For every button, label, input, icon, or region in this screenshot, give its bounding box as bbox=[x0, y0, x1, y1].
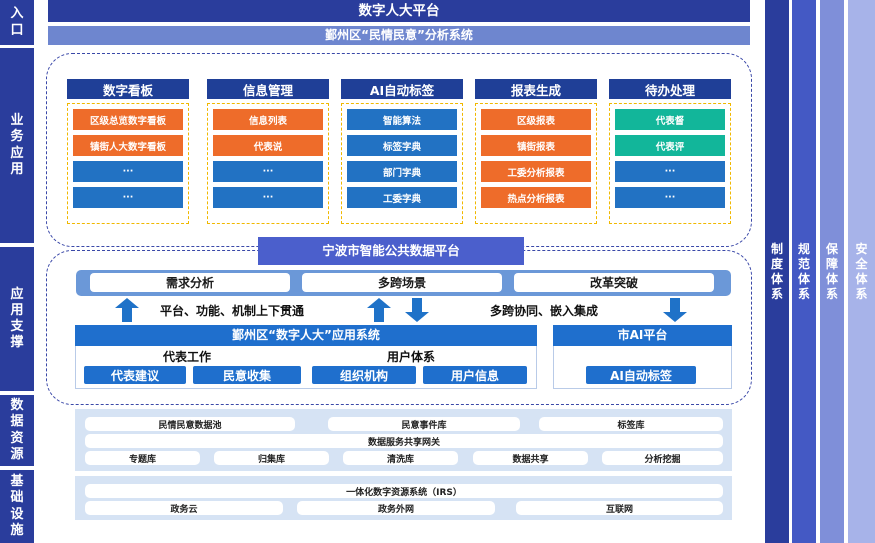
data-mining: 分析挖掘 bbox=[602, 451, 723, 465]
business-item: 智能算法 bbox=[347, 109, 457, 130]
btn-opinion-collect: 民意收集 bbox=[193, 366, 301, 384]
collect-lib: 归集库 bbox=[214, 451, 329, 465]
business-item: 代表说 bbox=[213, 135, 323, 156]
business-item: 镇街人大数字看板 bbox=[73, 135, 183, 156]
arrow-up-icon bbox=[115, 298, 139, 322]
app-system-title: 鄞州区“数字人大”应用系统 bbox=[75, 325, 537, 346]
btn-ai-tag: AI自动标签 bbox=[586, 366, 696, 384]
business-column-title: 数字看板 bbox=[67, 79, 189, 99]
pillar-standard: 规范体系 bbox=[792, 0, 816, 543]
event-lib: 民意事件库 bbox=[328, 417, 520, 431]
pillar-system: 制度体系 bbox=[765, 0, 789, 543]
pill-demand: 需求分析 bbox=[90, 273, 290, 292]
business-column-frame: 信息列表代表说 ··· ··· bbox=[207, 103, 329, 224]
arrow-down-icon bbox=[663, 298, 687, 322]
clean-lib: 清洗库 bbox=[343, 451, 458, 465]
business-column-frame: 智能算法标签字典部门字典工委字典 bbox=[341, 103, 463, 224]
business-item: ··· bbox=[73, 161, 183, 182]
business-column-frame: 代表督代表评 ··· ··· bbox=[609, 103, 731, 224]
data-gateway: 数据服务共享网关 bbox=[85, 434, 723, 448]
city-ai-title: 市AI平台 bbox=[553, 325, 732, 346]
arrow-up-icon bbox=[367, 298, 391, 322]
business-item: 信息列表 bbox=[213, 109, 323, 130]
topic-lib: 专题库 bbox=[85, 451, 200, 465]
business-item: 代表评 bbox=[615, 135, 725, 156]
business-column-title: AI自动标签 bbox=[341, 79, 463, 99]
data-share: 数据共享 bbox=[473, 451, 588, 465]
user-system-label: 用户体系 bbox=[387, 350, 436, 364]
business-item: ··· bbox=[213, 161, 323, 182]
business-column-title: 待办处理 bbox=[609, 79, 731, 99]
btn-organization: 组织机构 bbox=[312, 366, 416, 384]
business-item: 部门字典 bbox=[347, 161, 457, 182]
tag-lib: 标签库 bbox=[539, 417, 723, 431]
gov-extranet: 政务外网 bbox=[297, 501, 495, 515]
business-item: 工委分析报表 bbox=[481, 161, 591, 182]
business-item: ··· bbox=[615, 161, 725, 182]
business-item: 热点分析报表 bbox=[481, 187, 591, 208]
platform-title: 宁波市智能公共数据平台 bbox=[258, 237, 524, 265]
business-item: ··· bbox=[213, 187, 323, 208]
btn-rep-suggestion: 代表建议 bbox=[84, 366, 186, 384]
business-item: 代表督 bbox=[615, 109, 725, 130]
pill-reform: 改革突破 bbox=[514, 273, 714, 292]
top-title: 数字人大平台 bbox=[48, 0, 750, 22]
business-column-title: 报表生成 bbox=[475, 79, 597, 99]
btn-user-info: 用户信息 bbox=[423, 366, 527, 384]
pill-cross-scene: 多跨场景 bbox=[302, 273, 502, 292]
business-item: 工委字典 bbox=[347, 187, 457, 208]
rep-work-label: 代表工作 bbox=[163, 350, 212, 364]
business-column-title: 信息管理 bbox=[207, 79, 329, 99]
business-item: 镇街报表 bbox=[481, 135, 591, 156]
sub-title: 鄞州区“民情民意”分析系统 bbox=[48, 26, 750, 45]
business-item: 区级总览数字看板 bbox=[73, 109, 183, 130]
business-item: 区级报表 bbox=[481, 109, 591, 130]
business-column-frame: 区级总览数字看板镇街人大数字看板 ··· ··· bbox=[67, 103, 189, 224]
caption-left: 平台、功能、机制上下贯通 bbox=[160, 304, 305, 318]
left-label-business: 业务应用 bbox=[0, 48, 34, 243]
pillar-guarantee: 保障体系 bbox=[820, 0, 844, 543]
data-pool: 民情民意数据池 bbox=[85, 417, 295, 431]
internet: 互联网 bbox=[516, 501, 723, 515]
business-item: ··· bbox=[615, 187, 725, 208]
business-item: 标签字典 bbox=[347, 135, 457, 156]
left-label-data: 数据资源 bbox=[0, 395, 34, 466]
gov-cloud: 政务云 bbox=[85, 501, 283, 515]
business-column-frame: 区级报表镇街报表工委分析报表热点分析报表 bbox=[475, 103, 597, 224]
caption-right: 多跨协同、嵌入集成 bbox=[490, 304, 599, 318]
left-label-support: 应用支撑 bbox=[0, 247, 34, 391]
irs-system: 一体化数字资源系统（IRS） bbox=[85, 484, 723, 498]
pillar-security: 安全体系 bbox=[848, 0, 875, 543]
business-item: ··· bbox=[73, 187, 183, 208]
left-label-entry: 入口 bbox=[0, 0, 34, 45]
arrow-down-icon bbox=[405, 298, 429, 322]
left-label-infra: 基础设施 bbox=[0, 470, 34, 543]
